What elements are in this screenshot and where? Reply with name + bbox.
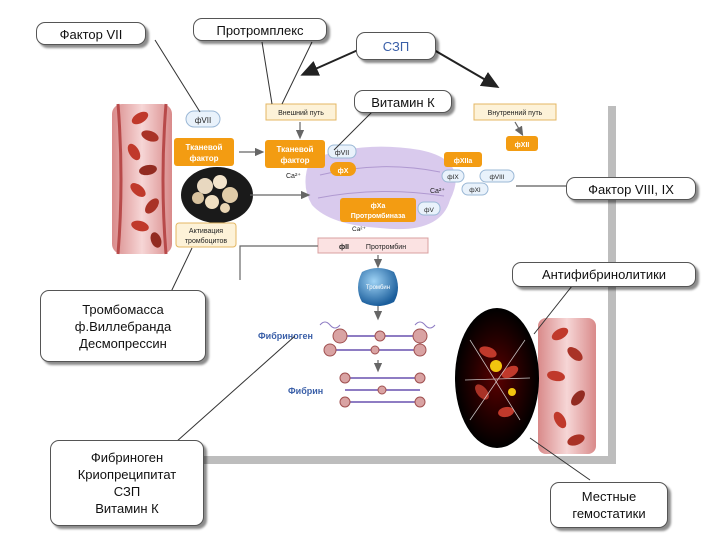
arrow-feedback-line	[239, 245, 318, 278]
svg-text:Тромбин: Тромбин	[366, 285, 390, 291]
svg-text:фактор: фактор	[189, 154, 218, 163]
callout-fibrinogen-group: Фибриноген Криопреципитат СЗП Витамин К	[50, 440, 204, 526]
callout-factor7: Фактор VII	[36, 22, 146, 45]
prothrombin-bar: фII Протромбин	[317, 237, 429, 254]
callout-antifibrinolytics: Антифибринолитики	[512, 262, 696, 287]
fibrinogen-group-line-1: Фибриноген	[90, 450, 164, 465]
thrombomass-line-3: Десмопрессин	[79, 335, 167, 351]
fibrinogen-molecules	[319, 321, 436, 357]
fibrinogen-group-line-4: Витамин К	[95, 501, 159, 516]
platelet-cluster-image	[181, 167, 253, 223]
callout-vitamin-k: Витамин К	[354, 90, 452, 113]
local-hemostatics-line-1: Местные	[581, 489, 637, 504]
svg-text:фVII: фVII	[335, 150, 349, 157]
svg-text:Внешний путь: Внешний путь	[278, 109, 324, 117]
external-path-label: Внешний путь	[265, 103, 337, 121]
leader-local-hemostatics	[529, 437, 591, 481]
fibrin-label: Фибрин	[288, 386, 323, 396]
ca-right-label: Ca²⁺	[430, 187, 445, 195]
svg-text:фIX: фIX	[447, 174, 459, 181]
leader-antifibrinolytics	[533, 285, 573, 335]
fxi-pill: фXI	[461, 182, 489, 196]
svg-text:тромбоцитов: тромбоцитов	[185, 237, 228, 245]
ca-bottom-label: Ca²⁺	[352, 226, 366, 233]
callout-local-hemostatics: Местные гемостатики	[550, 482, 668, 528]
callout-factor8-9: Фактор VIII, IX	[566, 177, 696, 200]
fibrinogen-group-line-2: Криопреципитат	[77, 467, 177, 482]
svg-text:Тканевой: Тканевой	[186, 143, 223, 152]
leader-vitamin-k	[333, 111, 373, 151]
svg-text:Активация: Активация	[189, 228, 223, 235]
svg-text:фXI: фXI	[469, 187, 481, 194]
fxii-box: фXII	[506, 136, 538, 151]
svg-text:Внутренний путь: Внутренний путь	[488, 109, 543, 117]
callout-thrombomass: Тромбомасса ф.Виллебранда Десмопрессин	[40, 290, 206, 362]
fibrinogen-label: Фибриноген	[258, 331, 313, 341]
fix-pill: фIX	[441, 169, 465, 183]
leader-prothromplex-1	[261, 41, 273, 105]
arrow-szp-to-internal	[433, 49, 500, 89]
fx-circle: фX	[330, 162, 356, 176]
svg-text:Протромбиназа: Протромбиназа	[351, 212, 406, 220]
svg-text:фVII: фVII	[195, 116, 211, 125]
svg-text:фXII: фXII	[515, 142, 530, 149]
svg-text:фV: фV	[424, 207, 434, 214]
arrow-internal-down	[514, 121, 524, 137]
leader-thrombomass	[169, 247, 193, 295]
fviii-pill: фVIII	[479, 169, 515, 183]
local-hemostatics-line-2: гемостатики	[572, 506, 646, 521]
svg-text:фX: фX	[338, 168, 349, 175]
svg-text:фактор: фактор	[280, 156, 309, 165]
fibrin-mesh	[339, 372, 426, 408]
membrane-line-2	[317, 190, 445, 199]
internal-path-label: Внутренний путь	[473, 103, 557, 121]
leader-factor7	[154, 39, 201, 113]
leader-fibrinogen-group	[175, 335, 296, 443]
fxa-prothrombinase-box: фXa Протромбиназа	[340, 198, 416, 222]
right-vessel	[538, 318, 596, 454]
svg-text:фXIIa: фXIIa	[454, 158, 473, 165]
thrombomass-line-1: Тромбомасса	[82, 301, 164, 317]
leader-prothromplex-2	[281, 41, 313, 105]
fv-pill: фV	[417, 201, 441, 216]
platelet-activation-label: Активация тромбоцитов	[175, 222, 237, 248]
fibrinogen-group-line-3: СЗП	[113, 484, 141, 499]
tissue-factor-center-box: Тканевой фактор	[265, 140, 325, 168]
thrombin-molecule: Тромбин	[358, 268, 398, 306]
svg-text:фVIII: фVIII	[489, 174, 504, 181]
f7-pill: фVII	[185, 110, 221, 128]
svg-text:фII: фII	[339, 244, 349, 251]
callout-prothromplex: Протромплекс	[193, 18, 327, 41]
thrombomass-line-2: ф.Виллебранда	[74, 318, 172, 334]
ca-left-label: Ca²⁺	[286, 172, 301, 180]
tissue-factor-left-box: Тканевой фактор	[174, 138, 234, 166]
left-vessel	[112, 103, 172, 255]
svg-text:Протромбин: Протромбин	[366, 243, 406, 251]
callout-szp: СЗП	[356, 32, 436, 60]
fxiia-box: фXIIa	[444, 152, 482, 167]
svg-text:фXa: фXa	[371, 203, 386, 210]
arrow-szp-to-external	[300, 49, 359, 76]
f7-center-pill: фVII	[327, 144, 357, 159]
svg-text:Тканевой: Тканевой	[277, 145, 314, 154]
clot-image	[455, 308, 539, 448]
